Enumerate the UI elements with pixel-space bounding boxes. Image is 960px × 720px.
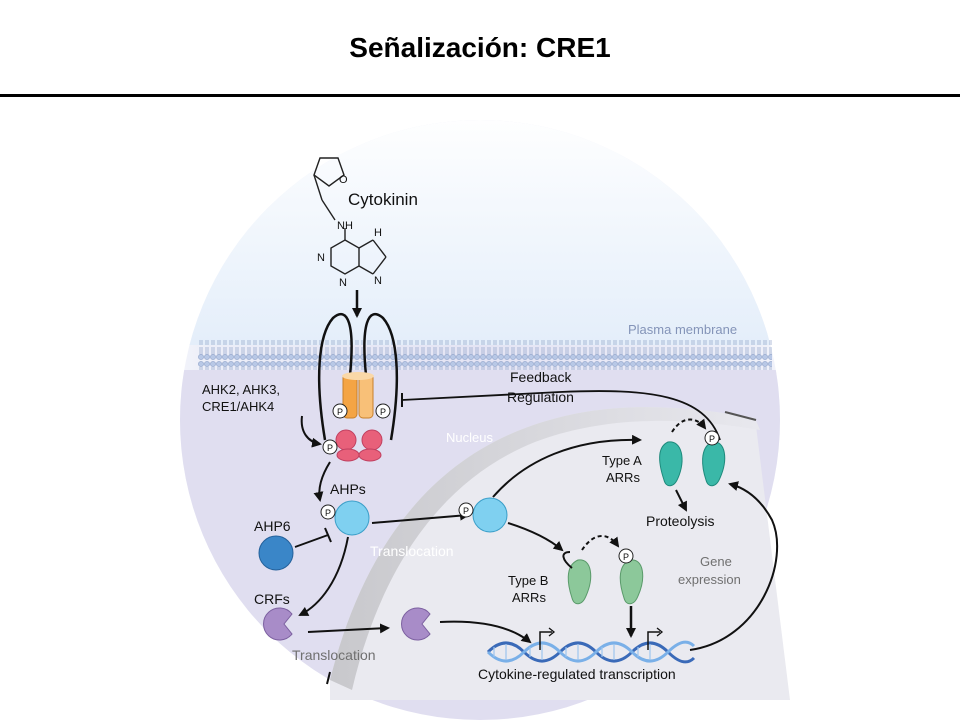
- feedback-label-line1: Feedback: [510, 369, 572, 385]
- ahp-translocation-arrow: [371, 510, 470, 524]
- svg-text:P: P: [337, 407, 343, 417]
- typeB-arr-2: [619, 559, 644, 605]
- gene-expression-label-line1: Gene: [700, 554, 732, 569]
- svg-text:P: P: [325, 508, 331, 518]
- plasma-membrane: [198, 340, 772, 370]
- crf-protein: [263, 607, 293, 641]
- atom-nh: NH: [337, 220, 353, 232]
- svg-text:P: P: [463, 506, 469, 516]
- typeA-phospho: P: [704, 430, 720, 446]
- typeA-arr-2: [702, 441, 726, 487]
- gene-expression-label-line2: expression: [678, 572, 741, 587]
- feedback-inhibition-arrow: [401, 390, 721, 441]
- transcription-start-2: [647, 627, 664, 650]
- typeB-label-line1: Type B: [508, 573, 548, 588]
- receptor: [317, 312, 399, 462]
- atom-n-right: N: [374, 275, 382, 287]
- ahp-protein: [334, 500, 370, 536]
- ahp6-label: AHP6: [254, 518, 291, 534]
- crf-to-dna-arrow: [439, 620, 532, 644]
- typeA-label-line1: Type A: [602, 453, 642, 468]
- ahp-to-typeA-arrow: [492, 434, 642, 498]
- receptors-label-line2: CRE1/AHK4: [202, 399, 274, 414]
- nucleus-label: Nucleus: [446, 430, 493, 445]
- receptor-phospho-left: P: [332, 403, 348, 419]
- dna-helix: [486, 640, 696, 664]
- feedback-label-line2: Regulation: [507, 389, 574, 405]
- receptor-phosphorylation-arrow: [300, 415, 322, 448]
- transcription-label: Cytokine-regulated transcription: [478, 666, 676, 682]
- cytokinin-label: Cytokinin: [348, 190, 418, 209]
- crfs-label: CRFs: [254, 591, 290, 607]
- atom-n-left: N: [317, 252, 325, 264]
- cytokinin-molecule: [313, 157, 387, 275]
- receptor-phospho-right: P: [375, 403, 391, 419]
- ahp-to-typeB-arrow: [507, 522, 564, 552]
- translocation-label-1: Translocation: [370, 543, 454, 559]
- svg-text:P: P: [623, 552, 629, 562]
- atom-n-bottom: N: [339, 277, 347, 289]
- ahp-nuclear-phospho: P: [458, 502, 474, 518]
- receptor-to-ahp-arrow: [313, 461, 331, 502]
- receptors-label-line1: AHK2, AHK3,: [202, 382, 280, 397]
- page-title: Señalización: CRE1: [349, 32, 611, 63]
- atom-h-top: H: [374, 227, 382, 239]
- typeB-hook: [562, 551, 573, 569]
- typeB-phosphorylation-arrow: [581, 535, 620, 551]
- crf-nuclear: [401, 607, 431, 641]
- typeA-arr-1: [659, 441, 683, 487]
- crf-translocation-arrow: [307, 623, 390, 634]
- typeB-phospho: P: [618, 548, 634, 564]
- ahps-label: AHPs: [330, 481, 366, 497]
- svg-text:P: P: [709, 434, 715, 444]
- gene-expression-arrow: [689, 481, 779, 651]
- translocation-label-2: Translocation: [292, 647, 376, 663]
- title-divider: [0, 94, 960, 97]
- ahp-phospho: P: [320, 504, 336, 520]
- svg-text:P: P: [380, 407, 386, 417]
- typeB-label-line2: ARRs: [512, 590, 546, 605]
- plasma-membrane-label: Plasma membrane: [628, 322, 737, 337]
- ahp-nuclear: [472, 497, 508, 533]
- svg-text:P: P: [327, 443, 333, 453]
- ahp-to-crf-arrow: [298, 536, 349, 616]
- atom-o: O: [339, 174, 348, 186]
- typeB-arr-1: [567, 559, 592, 605]
- ahp6-inhibition-bar: [324, 527, 332, 543]
- ahp6-inhibition: [294, 534, 329, 548]
- typeA-phosphorylation-arrow: [671, 418, 707, 433]
- ahp6-protein: [258, 535, 294, 571]
- receptor-phospho-lower: P: [322, 439, 338, 455]
- transcription-start-1: [539, 627, 556, 650]
- proteolysis-label: Proteolysis: [646, 513, 714, 529]
- typeA-label-line2: ARRs: [606, 470, 640, 485]
- proteolysis-arrow: [675, 489, 687, 512]
